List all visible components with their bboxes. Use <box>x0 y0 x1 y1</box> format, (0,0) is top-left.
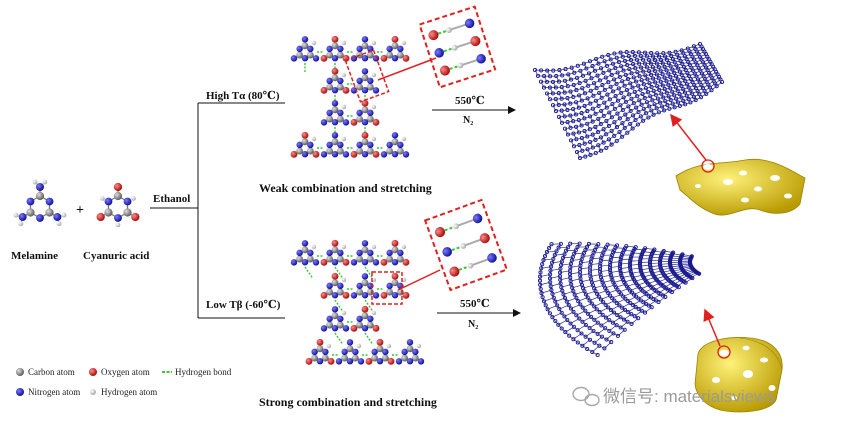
zoom-inset-top <box>344 5 497 103</box>
caption-low-temp: Strong combination and stretching <box>259 395 437 409</box>
legend-carbon-label: Carbon atom <box>28 367 75 377</box>
watermark-text: 微信号: materialsviews <box>603 387 775 406</box>
legend-oxygen-label: Oxygen atom <box>101 367 150 377</box>
gas-label-top: N₂ <box>463 115 473 126</box>
legend-hbond: Hydrogen bond <box>162 367 232 377</box>
temp-label-bottom: 550℃ <box>460 298 490 310</box>
plus-sign: + <box>76 203 84 218</box>
watermark: 微信号: materialsviews <box>572 386 775 407</box>
zoom-inset-bottom <box>371 198 509 305</box>
gas-label-bottom: N₂ <box>468 319 478 330</box>
melamine-molecule <box>13 179 67 227</box>
branch-connector <box>150 102 285 319</box>
surface-model-cage <box>694 308 783 413</box>
assembly-low-temp <box>290 239 425 365</box>
carbon-nitride-sheet-curved <box>537 241 702 358</box>
low-temp-condition: Low Tβ (-60℃) <box>206 299 281 311</box>
assembly-high-temp <box>290 35 410 158</box>
surface-model-flat <box>670 113 806 216</box>
solvent-label: Ethanol <box>153 193 190 205</box>
legend-carbon: Carbon atom <box>16 367 75 377</box>
cyanuric-acid-label: Cyanuric acid <box>83 250 149 262</box>
legend-oxygen: Oxygen atom <box>89 367 150 377</box>
high-temp-condition: High Tα (80℃) <box>206 90 280 102</box>
wechat-icon <box>572 386 600 407</box>
legend-hydrogen-label: Hydrogen atom <box>101 387 157 397</box>
legend-nitrogen: Nitrogen atom <box>16 387 80 397</box>
temp-label-top: 550℃ <box>455 95 485 107</box>
legend-hydrogen: Hydrogen atom <box>90 387 157 397</box>
legend-hbond-label: Hydrogen bond <box>175 367 232 377</box>
cyanuric-acid-molecule <box>96 182 140 228</box>
legend-nitrogen-label: Nitrogen atom <box>28 387 80 397</box>
legend: Carbon atom Oxygen atom Hydrogen bond Ni… <box>16 367 232 397</box>
caption-high-temp: Weak combination and stretching <box>259 181 432 195</box>
melamine-label: Melamine <box>11 250 58 262</box>
carbon-nitride-sheet-flat <box>532 41 725 161</box>
